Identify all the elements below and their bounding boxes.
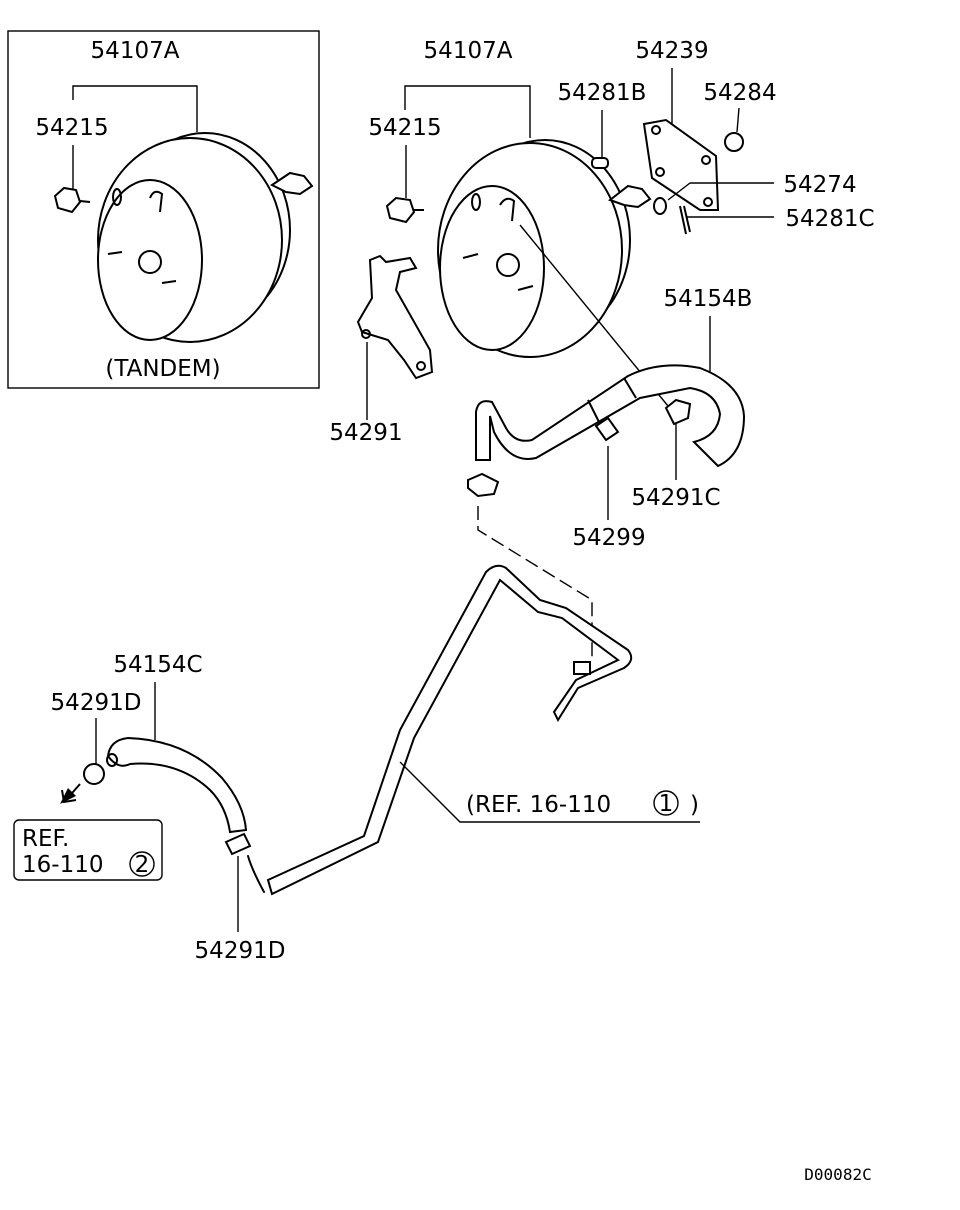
nut-small-part [724, 132, 744, 152]
nut-small-leader [736, 107, 740, 133]
tandem-assembly-label: 54107A [91, 38, 180, 64]
ref-box-circle [129, 851, 155, 877]
bracket-part [356, 254, 434, 380]
ref-box-line2: 16-110 [22, 852, 103, 878]
washer-part [653, 197, 667, 215]
ref-box-circle-number: 2 [135, 852, 150, 878]
tandem-booster-part [97, 132, 314, 343]
tandem-caption: (TANDEM) [105, 356, 220, 382]
main-nut-part [385, 196, 424, 224]
diagram-code: D00082C [804, 1165, 871, 1184]
clamp-label: 54299 [572, 525, 645, 551]
ref-box-frame [13, 819, 163, 881]
pin-label: 54281B [558, 80, 647, 106]
ref-pipe-leader [399, 761, 700, 823]
ref-pipe-circle-number: 1 [659, 791, 674, 817]
cotter-pin-part [679, 205, 691, 235]
tandem-frame [7, 30, 320, 389]
upper-hose-group: 54154B 54291C 54299 [467, 286, 753, 660]
ref-box: REF. 16-110 2 [13, 819, 163, 881]
lower-hose-group: 54154C 54291D 54291D [51, 652, 286, 964]
ref-pipe-circle [653, 790, 679, 816]
lower-hose-label: 54154C [113, 652, 202, 678]
bottom-clip-part [224, 832, 252, 856]
tandem-leader-bracket [72, 85, 198, 132]
main-nut-label: 54215 [368, 115, 441, 141]
main-assembly-label: 54107A [424, 38, 513, 64]
tandem-nut-label: 54215 [35, 115, 108, 141]
hose-end-clip-part [467, 472, 500, 498]
vacuum-pipe: (REF. 16-110 1 ) [247, 564, 700, 896]
bracket-label: 54291 [329, 420, 402, 446]
bottom-clip-label: 54291D [195, 938, 286, 964]
nut-small-label: 54284 [703, 80, 776, 106]
gasket-label: 54239 [635, 38, 708, 64]
vacuum-pipe-part [266, 564, 633, 896]
lower-hose-part [106, 736, 248, 834]
ref-pipe-close: ) [690, 792, 699, 818]
left-clip-part [83, 763, 105, 785]
main-assembly: 54107A 54215 54281B 54239 [329, 38, 874, 446]
upper-hose-part [475, 364, 746, 468]
main-leader-bracket [404, 85, 531, 138]
tandem-nut-part [53, 186, 91, 214]
upper-clip-label: 54291C [631, 485, 720, 511]
washer-label: 54274 [783, 172, 856, 198]
pipe-connector-part [573, 661, 591, 675]
left-clip-label: 54291D [51, 690, 142, 716]
upper-clip-part [664, 398, 692, 426]
ref-arrow-head-icon [60, 788, 76, 804]
pin-part [591, 157, 609, 169]
ref-pipe-label: (REF. 16-110 [466, 792, 611, 818]
cotter-pin-label: 54281C [785, 206, 874, 232]
clamp-part [594, 416, 620, 442]
ref-box-line1: REF. [22, 826, 69, 852]
upper-hose-label: 54154B [664, 286, 753, 312]
tandem-inset: 54107A 54215 (TANDEM) [7, 30, 320, 389]
gasket-part [642, 118, 720, 211]
main-booster-part [437, 139, 669, 407]
